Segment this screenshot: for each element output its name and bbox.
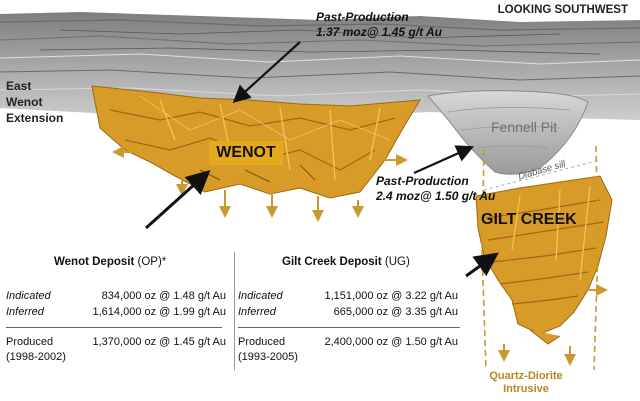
wenot-inferred-value: 1,614,000 oz @ 1.99 g/t Au <box>92 306 227 318</box>
diabase-sill <box>483 159 601 191</box>
gilt-produced-value: 2,400,000 oz @ 1.50 g/t Au <box>324 336 459 348</box>
wenot-produced-years: (1998-2002) <box>6 351 66 363</box>
extension-arrows <box>112 146 608 366</box>
callout-title: Past-Production <box>376 174 469 188</box>
gilt-indicated-value: 1,151,000 oz @ 3.22 g/t Au <box>324 290 459 302</box>
gilt-creek-deposit-heading: Gilt Creek Deposit (UG) <box>282 256 410 268</box>
fennell-pit-label: Fennell Pit <box>491 119 558 135</box>
east-wenot-extension-label: East Wenot Extension <box>6 79 64 125</box>
callout-value: 2.4 moz@ 1.50 g/t Au <box>376 189 496 203</box>
wenot-past-production-callout: Past-Production 1.37 moz@ 1.45 g/t Au <box>316 10 442 40</box>
wenot-deposit-heading: Wenot Deposit (OP)* <box>54 256 167 268</box>
quartz-diorite-label: Quartz-Diorite Intrusive <box>489 370 563 395</box>
fennell-pit-shell <box>427 90 589 175</box>
wenot-produced-label: Produced <box>6 336 54 348</box>
quartz-diorite-boundary <box>481 145 599 371</box>
wenot-produced-value: 1,370,000 oz @ 1.45 g/t Au <box>92 336 227 348</box>
gilt-creek-label: GILT CREEK <box>481 211 577 228</box>
gilt-divider <box>238 327 460 328</box>
gilt-past-production-callout: Past-Production 2.4 moz@ 1.50 g/t Au <box>376 174 495 204</box>
wenot-divider <box>6 327 222 328</box>
wenot-indicated-label: Indicated <box>6 290 51 302</box>
wenot-indicated-value: 834,000 oz @ 1.48 g/t Au <box>101 290 226 302</box>
callout-value: 1.37 moz@ 1.45 g/t Au <box>316 25 442 39</box>
gilt-inferred-label: Inferred <box>238 306 276 318</box>
gilt-inferred-value: 665,000 oz @ 3.35 g/t Au <box>333 306 458 318</box>
wenot-label: WENOT <box>209 141 283 165</box>
wenot-inferred-label: Inferred <box>6 306 44 318</box>
gilt-produced-label: Produced <box>238 336 286 348</box>
table-divider <box>234 252 235 370</box>
gilt-indicated-label: Indicated <box>238 290 283 302</box>
callout-arrows <box>144 41 499 278</box>
gilt-creek-orebody <box>475 175 613 345</box>
gilt-produced-years: (1993-2005) <box>238 351 298 363</box>
view-direction-label: LOOKING SOUTHWEST <box>497 4 628 16</box>
callout-title: Past-Production <box>316 10 409 24</box>
